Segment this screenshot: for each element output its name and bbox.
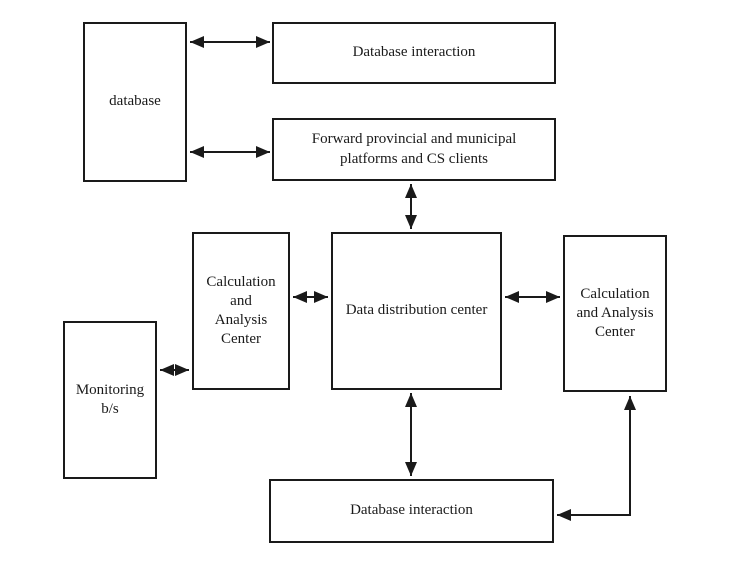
- box-forward-platforms-label: Forward provincial and municipal platfor…: [311, 131, 517, 167]
- box-calculation-analysis-center-right: Calculation and Analysis Center: [563, 235, 667, 392]
- box-database-interaction-top: Database interaction: [272, 22, 556, 84]
- box-data-distribution-center-label: Data distribution center: [345, 302, 488, 319]
- box-database-interaction-top-label: Database interaction: [352, 44, 476, 61]
- box-calculation-analysis-center-left: Calculation and Analysis Center: [192, 232, 290, 390]
- box-database-interaction-bottom-label: Database interaction: [350, 502, 473, 519]
- arrow-db-interaction-bottom-calc-right-elbow: [557, 396, 636, 521]
- box-calculation-analysis-center-left-label: Calculation and Analysis Center: [206, 273, 276, 348]
- box-database-interaction-bottom: Database interaction: [269, 479, 554, 543]
- box-monitoring-bs-label: Monitoring b/s: [75, 381, 145, 417]
- box-calculation-analysis-center-right-label: Calculation and Analysis Center: [576, 285, 654, 341]
- box-forward-platforms: Forward provincial and municipal platfor…: [272, 118, 556, 181]
- box-database-label: database: [109, 93, 161, 110]
- box-monitoring-bs: Monitoring b/s: [63, 321, 157, 479]
- box-data-distribution-center: Data distribution center: [331, 232, 502, 390]
- box-database: database: [83, 22, 187, 182]
